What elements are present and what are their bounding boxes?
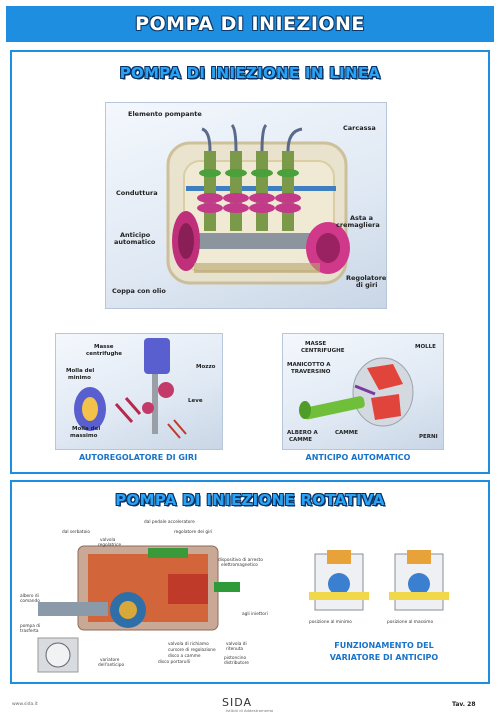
- label-di-giri: di giri: [356, 281, 378, 289]
- label-camme: CAMME: [335, 430, 358, 436]
- label-masse: Masse: [94, 344, 114, 350]
- label-molla-massimo-2: massimo: [70, 433, 98, 439]
- label-camme-albero: CAMME: [289, 437, 312, 443]
- label-leve: Leve: [188, 398, 203, 404]
- label-regolatore-giri: regolatore dei giri: [174, 530, 213, 535]
- label-valvola-di: valvola di: [226, 642, 247, 647]
- label-variatore: variatore: [100, 658, 120, 663]
- title-banner: POMPA DI INIEZIONE: [6, 6, 494, 42]
- label-posizione-minimo: posizione al minimo: [309, 620, 352, 625]
- label-agli-iniettori: agli iniettori: [242, 612, 268, 617]
- label-manicotto: MANICOTTO A: [287, 362, 331, 368]
- label-dispositivo-2: elettromagnetico: [221, 563, 258, 568]
- label-anticipo: Anticipo: [120, 231, 151, 239]
- label-posizione-massimo: posizione al massimo: [387, 620, 434, 625]
- advance-drawing: [299, 357, 414, 427]
- label-elemento-pompante: Elemento pompante: [128, 110, 202, 118]
- label-cremagliera: cremagliera: [336, 221, 380, 229]
- label-albero-a: ALBERO A: [287, 430, 318, 436]
- label-conduttura: Conduttura: [116, 189, 158, 197]
- rotary-pump-drawing: [37, 545, 240, 673]
- label-asta-a: Asta a: [350, 214, 374, 222]
- label-dal-pedale: dal pedale acceleratore: [144, 520, 195, 525]
- label-dell-anticipo: dell'anticipo: [98, 663, 125, 668]
- label-dispositivo-1: dispositivo di arresto: [218, 558, 263, 563]
- label-molle: MOLLE: [415, 344, 436, 350]
- label-comando: comando: [20, 599, 40, 604]
- label-carcassa: Carcassa: [343, 124, 376, 132]
- label-distributore: distributore: [224, 661, 249, 666]
- label-dal-serbatoio: dal serbatoio: [62, 530, 91, 535]
- caption-autoregolatore: AUTOREGOLATORE DI GIRI: [78, 453, 198, 462]
- label-valvola: valvola: [100, 538, 116, 543]
- label-pistoncino: pistoncino: [224, 656, 247, 661]
- caption-funzionamento: FUNZIONAMENTO DEL VARIATORE DI ANTICIPO: [304, 640, 464, 664]
- label-coppa: Coppa con olio: [112, 287, 166, 295]
- rotary-pump-illustration: dal pedale acceleratore regolatore dei g…: [18, 518, 276, 676]
- variatore-minimo-drawing: [309, 550, 369, 611]
- label-molla-massimo-1: Molla del: [72, 426, 101, 432]
- page-title: POMPA DI INIEZIONE: [135, 13, 365, 35]
- variatore-massimo-illustration: posizione al massimo: [385, 548, 453, 626]
- label-molla-minimo-2: minimo: [68, 375, 91, 381]
- sida-logo-subtitle: Istituti di Addestramento: [226, 708, 274, 713]
- label-disco-camme: disco a camme: [168, 654, 201, 659]
- caption-funzionamento-line1: FUNZIONAMENTO DEL: [334, 641, 434, 650]
- label-traversino: TRAVERSINO: [291, 369, 331, 375]
- label-cursore: cursore di regolazione: [168, 648, 216, 653]
- label-disco-portarulli: disco portarulli: [158, 660, 191, 665]
- label-albero-di: albero di: [20, 594, 39, 599]
- label-regolatrice: regolatrice: [98, 543, 122, 548]
- label-mozzo: Mozzo: [196, 364, 216, 370]
- label-centrifughe: centrifughe: [86, 351, 123, 357]
- governor-illustration: Masse centrifughe Mozzo Molla del minimo…: [55, 333, 223, 450]
- inline-pump-drawing: [166, 123, 350, 285]
- caption-funzionamento-line2: VARIATORE DI ANTICIPO: [329, 653, 439, 662]
- label-centrifughe-anticipo: CENTRIFUGHE: [301, 348, 345, 354]
- label-pompa-di: pompa di: [20, 624, 41, 629]
- variatore-massimo-drawing: [389, 550, 449, 611]
- label-trasferta: trasferta: [20, 629, 39, 634]
- governor-drawing: [74, 338, 187, 439]
- advance-illustration: MASSE CENTRIFUGHE MOLLE MANICOTTO A TRAV…: [282, 333, 444, 450]
- footer-website: www.sida.it: [12, 702, 38, 707]
- label-ritenuta: ritenuta: [226, 647, 244, 652]
- heading-rotary-pump: POMPA DI INIEZIONE ROTATIVA: [115, 491, 385, 509]
- label-molla-minimo-1: Molla del: [66, 368, 95, 374]
- label-perni: PERNI: [419, 434, 438, 440]
- label-automatico: automatico: [114, 238, 156, 246]
- label-valvola-richiamo: valvola di richiamo: [168, 642, 209, 647]
- inline-pump-illustration: Elemento pompante Carcassa Conduttura As…: [105, 102, 387, 309]
- caption-anticipo: ANTICIPO AUTOMATICO: [305, 453, 411, 462]
- variatore-minimo-illustration: posizione al minimo: [305, 548, 373, 626]
- sida-logo: SIDA: [222, 696, 253, 709]
- label-regolatore: Regolatore: [346, 274, 387, 282]
- label-masse-anticipo: MASSE: [305, 341, 327, 347]
- heading-inline-pump: POMPA DI INIEZIONE IN LINEA: [119, 64, 381, 82]
- table-number: Tav. 28: [452, 701, 476, 708]
